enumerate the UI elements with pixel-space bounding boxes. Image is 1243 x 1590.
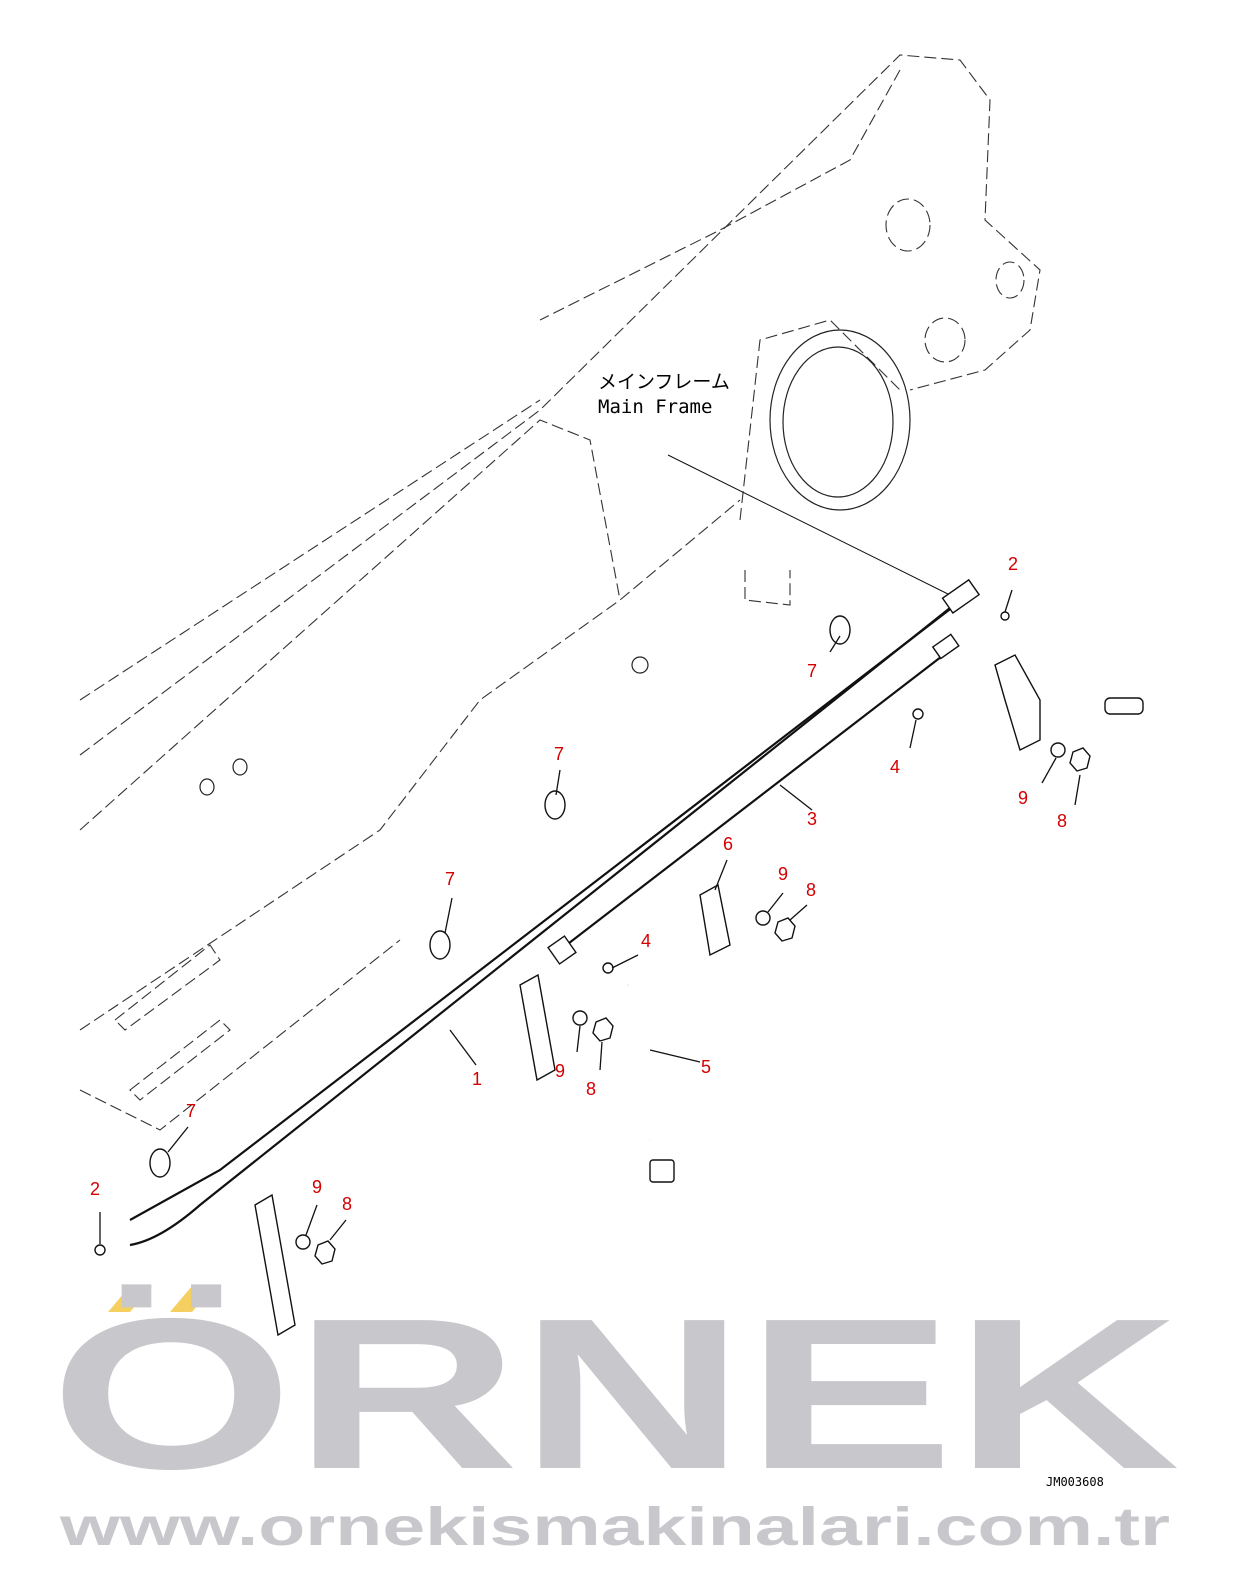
watermark-brand: ÖRNEK <box>50 1273 1180 1514</box>
watermark-accent <box>108 1286 152 1312</box>
main-frame <box>79 54 1041 1131</box>
callout-9: 9 <box>555 1061 565 1081</box>
callouts: 2 7 4 9 8 3 7 6 9 8 7 4 5 1 9 8 7 2 9 8 <box>90 554 1081 1244</box>
callout-2: 2 <box>1008 554 1018 574</box>
callout-7: 7 <box>186 1101 196 1121</box>
callout-3: 3 <box>807 809 817 829</box>
callout-4: 4 <box>641 931 651 951</box>
callout-8: 8 <box>806 880 816 900</box>
pipes <box>129 454 976 1247</box>
watermark-accent <box>170 1286 214 1312</box>
callout-9: 9 <box>1018 788 1028 808</box>
callout-7: 7 <box>807 661 817 681</box>
callout-8: 8 <box>586 1079 596 1099</box>
callout-2: 2 <box>90 1179 100 1199</box>
callout-8: 8 <box>1057 811 1067 831</box>
callout-1: 1 <box>472 1069 482 1089</box>
frame-label-jp: メインフレーム <box>598 371 730 393</box>
callout-7: 7 <box>445 869 455 889</box>
watermark: ÖRNEK www.ornekismakinalari.com.tr <box>50 1273 1180 1557</box>
callout-9: 9 <box>778 864 788 884</box>
watermark-url: www.ornekismakinalari.com.tr <box>59 1497 1170 1557</box>
callout-5: 5 <box>701 1057 711 1077</box>
callout-4: 4 <box>890 757 900 777</box>
callout-7: 7 <box>554 744 564 764</box>
frame-label-en: Main Frame <box>598 396 712 418</box>
drawing-code: JM003608 <box>1046 1475 1104 1489</box>
hardware <box>94 578 1144 1337</box>
callout-9: 9 <box>312 1177 322 1197</box>
callout-8: 8 <box>342 1194 352 1214</box>
callout-6: 6 <box>723 834 733 854</box>
